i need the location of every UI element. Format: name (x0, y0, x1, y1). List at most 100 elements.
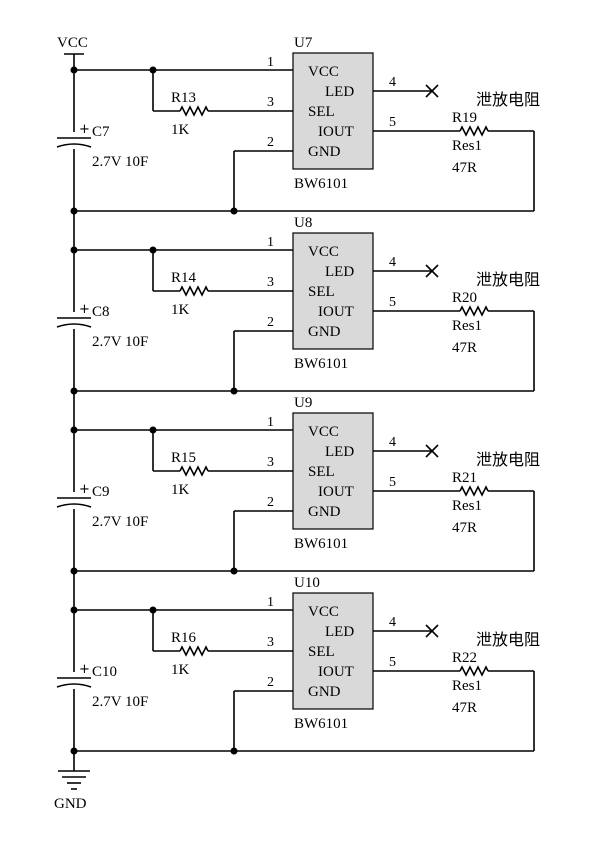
stage-u9: + C9 2.7V 10F R15 1K U9 BW6101 VCC LED S… (56, 391, 540, 575)
pin-num-gnd: 2 (267, 495, 274, 510)
junction (230, 567, 238, 575)
pin-num-gnd: 2 (267, 135, 274, 150)
no-connect-icon (425, 624, 439, 638)
capacitor-polarity: + (79, 122, 90, 137)
no-connect-icon (425, 84, 439, 98)
ic-ref: U8 (294, 215, 312, 231)
junction (70, 606, 78, 614)
capacitor-value: 2.7V 10F (92, 514, 148, 530)
discharge-resistor (459, 125, 489, 137)
no-connect-icon (425, 444, 439, 458)
junction (230, 387, 238, 395)
stage-u7: + C7 2.7V 10F R13 1K U7 BW6101 VCC LED S… (56, 35, 540, 215)
pin-num-sel: 3 (267, 635, 274, 650)
ic-part: BW6101 (294, 176, 348, 192)
pin-label-led: LED (325, 444, 354, 460)
pin-label-led: LED (325, 624, 354, 640)
pin-label-iout: IOUT (318, 304, 354, 320)
discharge-model: Res1 (452, 498, 482, 514)
discharge-ref: R21 (452, 470, 477, 486)
pin-label-vcc: VCC (308, 604, 339, 620)
sel-resistor-ref: R16 (171, 630, 197, 646)
discharge-resistor (459, 485, 489, 497)
discharge-ref: R22 (452, 650, 477, 666)
discharge-value: 47R (452, 340, 477, 356)
capacitor-polarity: + (79, 482, 90, 497)
pin-num-led: 4 (389, 75, 396, 90)
pin-num-iout: 5 (389, 475, 396, 490)
pin-num-gnd: 2 (267, 315, 274, 330)
sel-resistor-value: 1K (171, 302, 190, 318)
stage-u10: + C10 2.7V 10F R16 1K U10 BW6101 VCC LED… (56, 571, 540, 755)
junction (70, 426, 78, 434)
sel-resistor-ref: R15 (171, 450, 196, 466)
ic-part: BW6101 (294, 716, 348, 732)
capacitor: + C9 2.7V 10F (56, 482, 148, 530)
pin-num-vcc: 1 (267, 235, 274, 250)
pin-num-vcc: 1 (267, 415, 274, 430)
pin-num-gnd: 2 (267, 675, 274, 690)
pin-num-iout: 5 (389, 115, 396, 130)
sel-resistor (179, 465, 209, 477)
no-connect-icon (425, 264, 439, 278)
ic-body (292, 592, 374, 710)
sel-resistor-ref: R13 (171, 90, 196, 106)
discharge-ref: R19 (452, 110, 477, 126)
capacitor-polarity: + (79, 662, 90, 677)
pin-label-sel: SEL (308, 284, 335, 300)
junction (230, 747, 238, 755)
pin-num-iout: 5 (389, 655, 396, 670)
stage-u8: + C8 2.7V 10F R14 1K U8 BW6101 VCC LED S… (56, 211, 540, 395)
capacitor-polarity: + (79, 302, 90, 317)
gnd-label: GND (54, 796, 87, 812)
capacitor-ref: C7 (92, 124, 110, 140)
discharge-value: 47R (452, 700, 477, 716)
capacitor-ref: C8 (92, 304, 110, 320)
discharge-note: 泄放电阻 (476, 450, 540, 469)
sel-resistor (179, 105, 209, 117)
capacitor: + C7 2.7V 10F (56, 122, 148, 170)
discharge-resistor (459, 665, 489, 677)
pin-num-iout: 5 (389, 295, 396, 310)
pin-label-iout: IOUT (318, 664, 354, 680)
pin-num-led: 4 (389, 615, 396, 630)
discharge-note: 泄放电阻 (476, 90, 540, 109)
ic-ref: U9 (294, 395, 312, 411)
pin-num-sel: 3 (267, 275, 274, 290)
capacitor-value: 2.7V 10F (92, 154, 148, 170)
junction (70, 246, 78, 254)
capacitor: + C8 2.7V 10F (56, 302, 148, 350)
pin-label-led: LED (325, 264, 354, 280)
pin-label-sel: SEL (308, 104, 335, 120)
ic-body (292, 232, 374, 350)
pin-label-vcc: VCC (308, 424, 339, 440)
pin-num-vcc: 1 (267, 595, 274, 610)
ic-ref: U7 (294, 35, 313, 51)
pin-label-vcc: VCC (308, 64, 339, 80)
pin-num-sel: 3 (267, 95, 274, 110)
ic-body (292, 412, 374, 530)
discharge-value: 47R (452, 160, 477, 176)
sel-resistor (179, 645, 209, 657)
pin-label-iout: IOUT (318, 124, 354, 140)
ic-ref: U10 (294, 575, 320, 591)
discharge-model: Res1 (452, 678, 482, 694)
capacitor-value: 2.7V 10F (92, 334, 148, 350)
ic-part: BW6101 (294, 536, 348, 552)
pin-num-led: 4 (389, 255, 396, 270)
capacitor-ref: C10 (92, 664, 117, 680)
sel-resistor-ref: R14 (171, 270, 197, 286)
discharge-ref: R20 (452, 290, 477, 306)
ic-body (292, 52, 374, 170)
capacitor: + C10 2.7V 10F (56, 662, 148, 710)
discharge-resistor (459, 305, 489, 317)
pin-num-vcc: 1 (267, 55, 274, 70)
sel-resistor-value: 1K (171, 662, 190, 678)
gnd-terminal: GND (54, 751, 90, 812)
discharge-value: 47R (452, 520, 477, 536)
pin-label-sel: SEL (308, 464, 335, 480)
discharge-model: Res1 (452, 318, 482, 334)
sel-resistor-value: 1K (171, 482, 190, 498)
sel-resistor-value: 1K (171, 122, 190, 138)
discharge-model: Res1 (452, 138, 482, 154)
